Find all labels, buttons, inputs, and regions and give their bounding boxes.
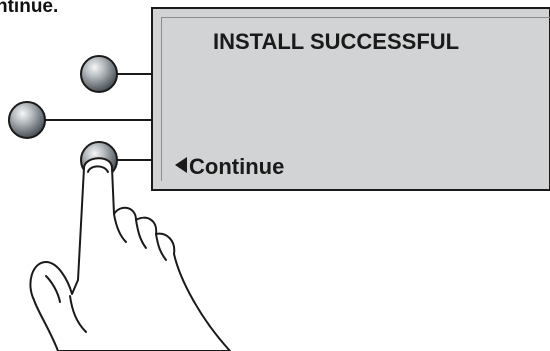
lcd-display: INSTALL SUCCESSFUL Continue [151, 7, 550, 191]
softkey-middle-button[interactable] [8, 101, 46, 139]
instruction-period: . [53, 0, 59, 17]
continue-label-text: Continue [189, 154, 285, 179]
display-title: INSTALL SUCCESSFUL [213, 29, 460, 54]
instruction-word: ntinue [0, 0, 53, 17]
instruction-caption: ntinue. [0, 0, 58, 18]
continue-softkey-label: Continue [175, 154, 284, 180]
pointing-hand-icon [29, 157, 231, 351]
softkey-top-button[interactable] [80, 55, 118, 93]
lcd-bezel-shadow [161, 17, 550, 181]
left-triangle-icon [175, 157, 187, 173]
